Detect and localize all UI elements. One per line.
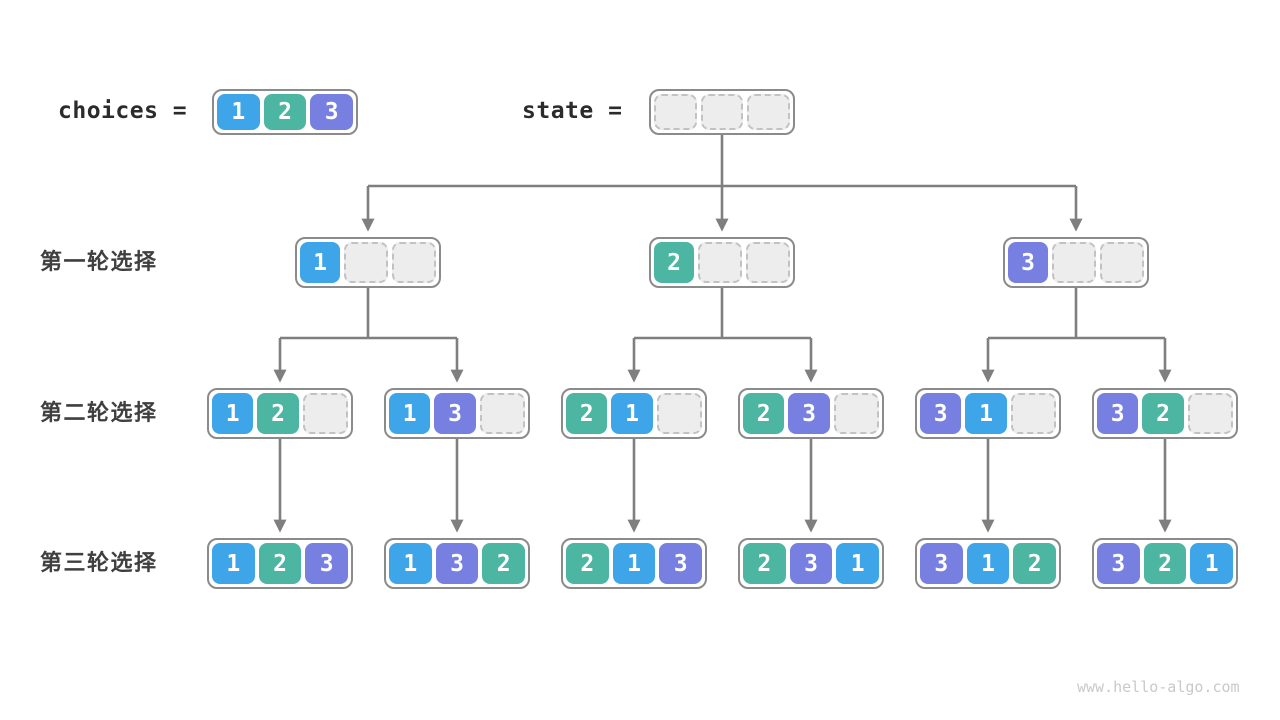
level3-box-5: 3 1 2 (915, 538, 1061, 589)
state-cell (700, 94, 744, 130)
level2-box-1: 1 2 (207, 388, 353, 439)
level3-box-2: 1 3 2 (384, 538, 530, 589)
level3-box-6: 3 2 1 (1092, 538, 1238, 589)
round-1-label: 第一轮选择 (40, 250, 158, 275)
array-cell (656, 393, 702, 434)
state-cell (654, 94, 697, 130)
array-cell: 1 (836, 543, 880, 584)
array-cell: 3 (788, 393, 830, 434)
array-cell: 1 (212, 543, 255, 584)
array-cell: 1 (612, 543, 656, 584)
array-cell: 2 (482, 543, 526, 584)
array-cell: 1 (611, 393, 653, 434)
array-cell (833, 393, 879, 434)
array-cell (1010, 393, 1056, 434)
array-cell: 1 (966, 543, 1010, 584)
array-cell: 3 (305, 543, 349, 584)
level1-box-3: 3 (1003, 237, 1149, 288)
array-cell: 2 (743, 393, 785, 434)
choices-cell: 3 (310, 94, 354, 130)
array-cell (1187, 393, 1233, 434)
array-cell (1100, 242, 1144, 283)
round-3-label: 第三轮选择 (40, 551, 158, 576)
array-cell: 2 (654, 242, 694, 283)
array-cell: 2 (566, 393, 608, 434)
array-cell: 2 (1013, 543, 1057, 584)
array-cell (344, 242, 388, 283)
array-cell: 3 (434, 393, 476, 434)
array-cell (698, 242, 742, 283)
array-cell: 1 (300, 242, 340, 283)
array-cell: 2 (1143, 543, 1187, 584)
state-cell (747, 94, 791, 130)
array-cell: 2 (258, 543, 302, 584)
array-cell: 3 (1097, 543, 1140, 584)
array-cell: 3 (1008, 242, 1048, 283)
level1-box-1: 1 (295, 237, 441, 288)
level3-box-3: 2 1 3 (561, 538, 707, 589)
level3-box-1: 1 2 3 (207, 538, 353, 589)
level3-box-4: 2 3 1 (738, 538, 884, 589)
choices-cell: 1 (217, 94, 260, 130)
array-cell: 1 (389, 393, 431, 434)
array-cell: 1 (965, 393, 1007, 434)
choices-cell: 2 (263, 94, 307, 130)
state-label: state = (522, 98, 623, 124)
level2-box-4: 2 3 (738, 388, 884, 439)
array-cell: 1 (212, 393, 254, 434)
array-cell: 3 (659, 543, 703, 584)
array-cell: 1 (1190, 543, 1234, 584)
array-cell: 3 (920, 393, 962, 434)
array-cell: 2 (566, 543, 609, 584)
choices-label: choices = (58, 98, 188, 124)
watermark: www.hello-algo.com (1077, 678, 1240, 696)
level2-box-3: 2 1 (561, 388, 707, 439)
array-cell: 3 (1097, 393, 1139, 434)
array-cell (392, 242, 436, 283)
array-cell (302, 393, 348, 434)
choices-array-box: 1 2 3 (212, 89, 358, 135)
array-cell: 1 (389, 543, 432, 584)
state-array-box (649, 89, 795, 135)
array-cell: 2 (257, 393, 299, 434)
array-cell: 2 (743, 543, 786, 584)
level2-box-6: 3 2 (1092, 388, 1238, 439)
round-2-label: 第二轮选择 (40, 401, 158, 426)
level2-box-5: 3 1 (915, 388, 1061, 439)
array-cell (479, 393, 525, 434)
array-cell: 2 (1142, 393, 1184, 434)
level2-box-2: 1 3 (384, 388, 530, 439)
array-cell: 3 (920, 543, 963, 584)
array-cell: 3 (789, 543, 833, 584)
array-cell: 3 (435, 543, 479, 584)
level1-box-2: 2 (649, 237, 795, 288)
array-cell (1052, 242, 1096, 283)
array-cell (746, 242, 790, 283)
